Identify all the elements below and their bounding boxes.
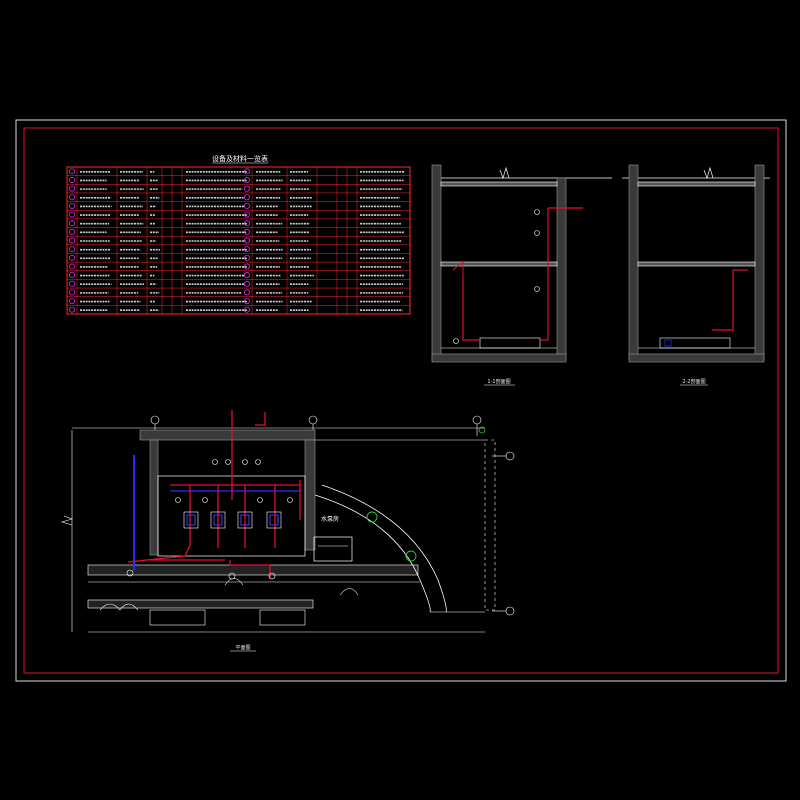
section-1-1: 1-1剖面图 <box>432 165 612 385</box>
table-row-marker <box>244 290 249 295</box>
plan-view: 水泵房 <box>62 410 514 651</box>
table-row-marker <box>69 281 74 286</box>
plan-title: 平面图 <box>235 645 250 651</box>
table-row-marker <box>69 307 74 312</box>
pump-icon <box>184 512 198 528</box>
table-row-marker <box>244 272 249 277</box>
table-row-marker <box>69 212 74 217</box>
table-row-marker <box>69 169 74 174</box>
table-title: 设备及材料一览表 <box>212 154 268 163</box>
table-row-marker <box>69 238 74 243</box>
table-row-marker <box>244 203 249 208</box>
table-row-marker <box>69 298 74 303</box>
outer-frame <box>16 120 786 681</box>
table-row-marker <box>69 255 74 260</box>
pump-icon <box>267 512 281 528</box>
table-row-marker <box>69 203 74 208</box>
section-2-2: 2-2剖面图 <box>622 165 770 385</box>
table-row-marker <box>69 229 74 234</box>
table-row-marker <box>69 177 74 182</box>
table-row-marker <box>69 272 74 277</box>
table-row-marker <box>69 247 74 252</box>
table-row-marker <box>244 186 249 191</box>
section-2-2-title: 2-2剖面图 <box>682 378 705 385</box>
table-row-marker <box>69 290 74 295</box>
drawing-border <box>24 128 778 673</box>
table-row-marker <box>69 221 74 226</box>
table-row-marker <box>244 281 249 286</box>
table-row-marker <box>69 195 74 200</box>
material-table: 设备及材料一览表 <box>67 154 410 314</box>
break-mark-icon <box>62 516 72 525</box>
room-name: 水泵房 <box>321 515 339 523</box>
break-mark-icon <box>500 168 509 178</box>
break-mark-icon <box>704 168 713 178</box>
table-row-marker <box>69 264 74 269</box>
section-1-1-title: 1-1剖面图 <box>487 378 510 385</box>
control-cabinet <box>314 537 352 561</box>
pumps <box>184 512 281 528</box>
table-row-marker <box>69 186 74 191</box>
table-row-marker <box>244 195 249 200</box>
